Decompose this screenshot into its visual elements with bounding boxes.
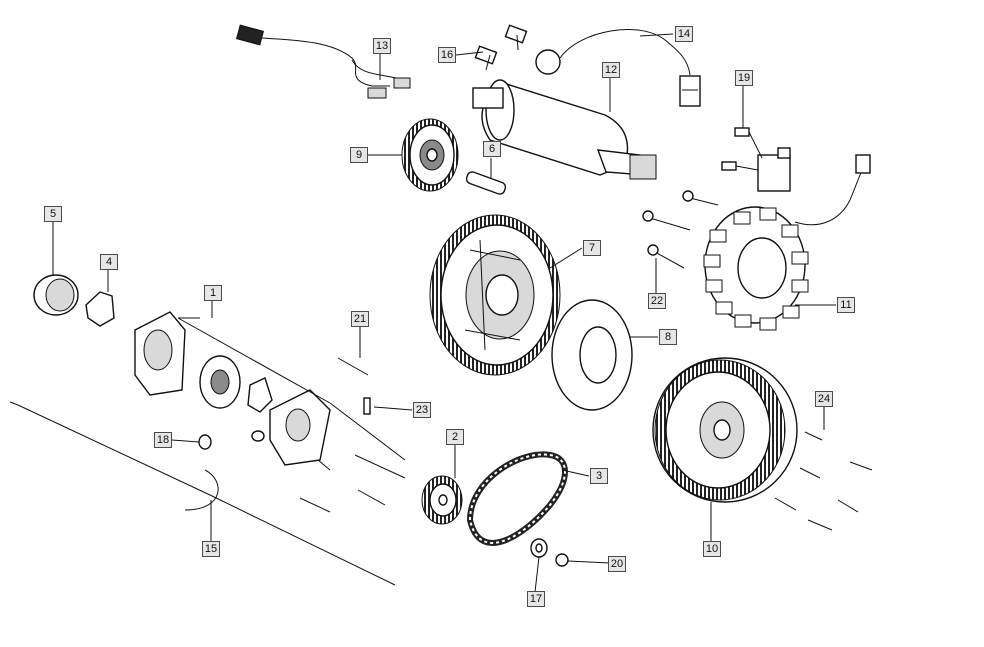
callout-17: 17 — [527, 591, 545, 607]
regulator-part — [721, 127, 791, 192]
callout-14: 14 — [675, 26, 693, 42]
one-way-clutch-ring-part — [551, 299, 633, 411]
callout-2: 2 — [446, 429, 464, 445]
pump-assembly-part — [134, 311, 406, 479]
callout-11: 11 — [837, 297, 855, 313]
starter-bolts-part — [474, 24, 528, 71]
coupler-part — [85, 291, 115, 327]
small-gear-part — [401, 118, 459, 192]
callout-13: 13 — [373, 38, 391, 54]
callout-1: 1 — [204, 285, 222, 301]
washer-part — [198, 434, 212, 450]
wire-harness-part — [235, 24, 411, 99]
starter-motor-part — [472, 29, 701, 180]
flywheel-part — [652, 357, 798, 503]
callout-8: 8 — [659, 329, 677, 345]
leader-lines — [52, 33, 836, 593]
large-gear-part — [429, 214, 561, 376]
sprocket-part — [421, 475, 463, 525]
cover-cup-part — [33, 274, 79, 316]
callout-24: 24 — [815, 391, 833, 407]
stator-part — [703, 154, 871, 331]
sensor-cable-part — [9, 401, 396, 586]
callout-10: 10 — [703, 541, 721, 557]
pump-bolts-part — [299, 357, 386, 513]
flywheel-bolts-part — [774, 431, 873, 531]
callout-3: 3 — [590, 468, 608, 484]
callout-21: 21 — [351, 311, 369, 327]
callout-18: 18 — [154, 432, 172, 448]
callout-5: 5 — [44, 206, 62, 222]
callout-23: 23 — [413, 402, 431, 418]
pin-part — [465, 171, 507, 195]
callout-6: 6 — [483, 141, 501, 157]
callout-7: 7 — [583, 240, 601, 256]
callout-4: 4 — [100, 254, 118, 270]
callout-12: 12 — [602, 62, 620, 78]
circlip-part — [555, 553, 569, 567]
callout-20: 20 — [608, 556, 626, 572]
drive-chain-part — [466, 451, 568, 546]
callout-9: 9 — [350, 147, 368, 163]
callout-16: 16 — [438, 47, 456, 63]
thrust-washer-part — [530, 538, 548, 558]
stator-bolts-part — [642, 190, 719, 269]
callout-19: 19 — [735, 70, 753, 86]
callout-22: 22 — [648, 293, 666, 309]
callout-15: 15 — [202, 541, 220, 557]
